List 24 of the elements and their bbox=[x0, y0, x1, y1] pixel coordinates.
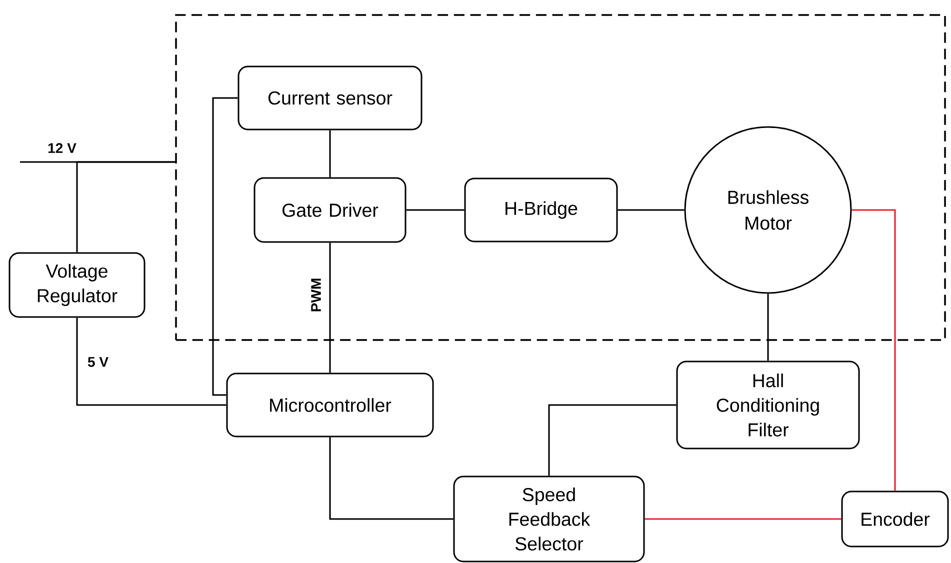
connector-line bbox=[212, 97, 238, 396]
voltage-label: 5 V bbox=[88, 357, 108, 367]
process-box: Speed Feedback Selector bbox=[453, 476, 645, 562]
connector-line bbox=[329, 130, 331, 178]
process-box: Voltage Regulator bbox=[8, 252, 146, 318]
signal-label: PWM bbox=[311, 278, 321, 312]
process-box: Hall Conditioning Filter bbox=[676, 360, 860, 450]
process-box: Current sensor bbox=[238, 66, 422, 130]
connector-line bbox=[767, 294, 769, 361]
connector-line bbox=[76, 161, 176, 252]
process-box: Encoder bbox=[841, 490, 949, 548]
connector-line bbox=[644, 518, 842, 520]
process-box: H-Bridge bbox=[464, 178, 618, 242]
connector-line bbox=[329, 437, 454, 520]
connector-line bbox=[76, 318, 226, 406]
connector-line bbox=[329, 242, 331, 373]
connector-line bbox=[852, 209, 896, 491]
process-box: Microcontroller bbox=[226, 372, 434, 438]
connector-line bbox=[548, 404, 676, 476]
dashed-boundary bbox=[175, 14, 946, 341]
connector-line bbox=[618, 209, 684, 211]
voltage-label: 12 V bbox=[48, 143, 76, 153]
connector-line bbox=[406, 209, 464, 211]
process-box: Gate Driver bbox=[254, 177, 406, 243]
